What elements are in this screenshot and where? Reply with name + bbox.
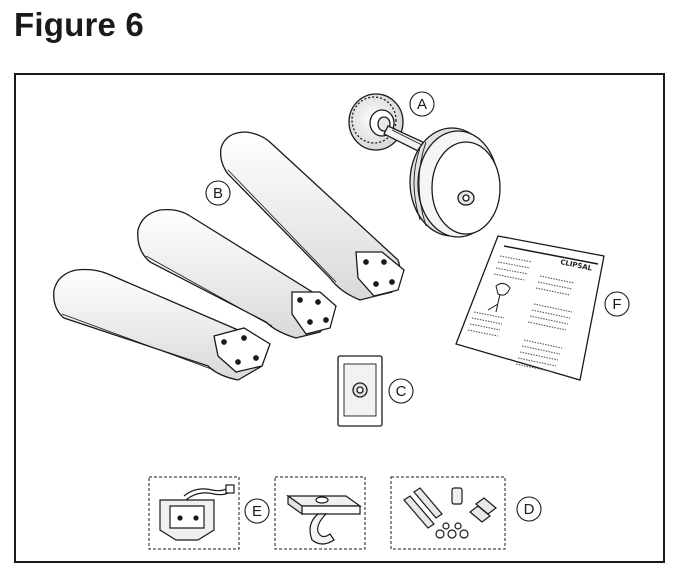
label-A: A [417,96,427,113]
mounting-bracket-icon [148,476,366,550]
screws-hardware-icon [390,476,506,550]
callout-E: E [244,498,270,524]
figure-title: Figure 6 [14,6,144,43]
label-F: F [612,296,621,313]
instruction-manual-icon: CLIPSAL [455,235,605,381]
callout-F: F [604,291,630,317]
label-C: C [396,383,407,400]
callout-C: C [388,378,414,404]
callout-A: A [409,91,435,117]
figure-frame [14,73,665,563]
label-E: E [252,503,262,520]
callout-B: B [205,180,231,206]
label-B: B [213,185,223,202]
callout-D: D [516,496,542,522]
fan-motor-icon [348,93,501,238]
label-D: D [524,501,535,518]
wall-control-icon [337,355,383,427]
fan-blades-icon [53,131,405,381]
